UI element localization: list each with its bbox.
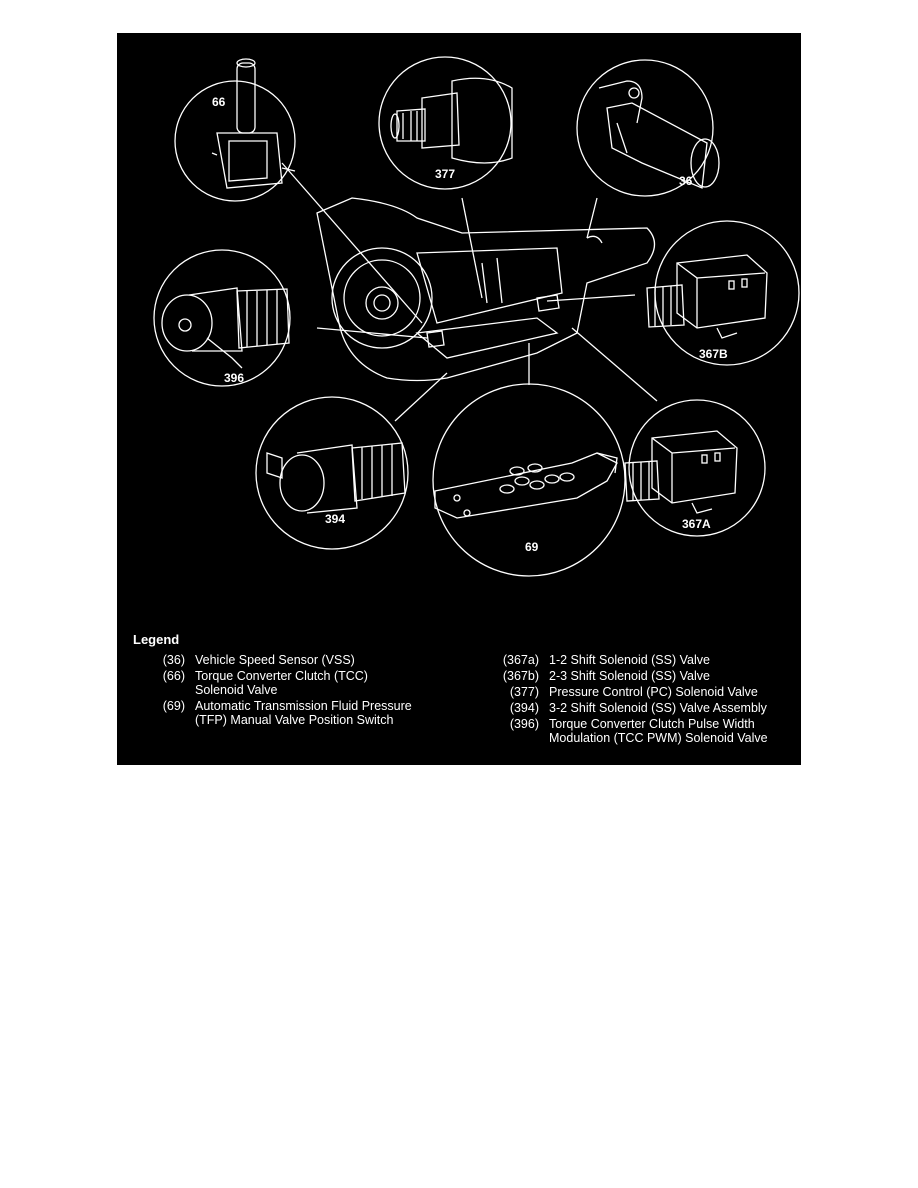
legend-desc: Vehicle Speed Sensor (VSS) [195, 653, 355, 667]
legend-row: (377) Pressure Control (PC) Solenoid Val… [489, 685, 799, 699]
leader-line-36 [586, 197, 598, 239]
legend-row: (69) Automatic Transmission Fluid Pressu… [137, 699, 437, 727]
callout-377: 377 [435, 167, 455, 181]
legend-row: (367a) 1-2 Shift Solenoid (SS) Valve [489, 653, 799, 667]
callout-396: 396 [224, 371, 244, 385]
legend-code: (69) [162, 699, 185, 713]
legend-row: (66) Torque Converter Clutch (TCC) Solen… [137, 669, 437, 697]
legend-code: (396) [509, 717, 539, 731]
legend-row: (394) 3-2 Shift Solenoid (SS) Valve Asse… [489, 701, 799, 715]
legend-code: (377) [509, 685, 539, 699]
legend-code: (66) [162, 669, 185, 683]
legend-desc: Torque Converter Clutch Pulse Width Modu… [549, 717, 768, 745]
callout-367a: 367A [682, 517, 711, 531]
legend-code: (394) [509, 701, 539, 715]
callout-66: 66 [212, 95, 226, 109]
legend-code: (367b) [502, 669, 539, 683]
legend-code: (36) [162, 653, 185, 667]
legend-row: (367b) 2-3 Shift Solenoid (SS) Valve [489, 669, 799, 683]
detail-377 [378, 56, 513, 190]
diagram-figure: 66 377 36 396 367B 394 69 367A Legend (3… [117, 33, 801, 765]
leader-line-377 [461, 197, 483, 299]
leader-line-394 [394, 372, 448, 422]
legend-desc: 1-2 Shift Solenoid (SS) Valve [549, 653, 710, 667]
legend: Legend (36) Vehicle Speed Sensor (VSS) (… [117, 631, 801, 765]
detail-396 [153, 249, 291, 387]
legend-code: (367a) [502, 653, 539, 667]
legend-desc: Automatic Transmission Fluid Pressure (T… [195, 699, 412, 727]
detail-394 [255, 396, 409, 550]
callout-394: 394 [325, 512, 345, 526]
callout-367b: 367B [699, 347, 728, 361]
legend-desc: Pressure Control (PC) Solenoid Valve [549, 685, 758, 699]
leader-line-66 [281, 162, 423, 324]
legend-column-left: (36) Vehicle Speed Sensor (VSS) (66) Tor… [137, 653, 437, 729]
legend-desc: Torque Converter Clutch (TCC) Solenoid V… [195, 669, 368, 697]
legend-title: Legend [133, 632, 180, 647]
leader-line-396 [316, 327, 428, 339]
transmission-diagram: 66 377 36 396 367B 394 69 367A [153, 56, 800, 577]
detail-69 [432, 383, 626, 577]
leader-line-367a [571, 327, 658, 402]
callout-36: 36 [679, 174, 693, 188]
leader-line-367b [546, 294, 636, 302]
transmission-housing [316, 197, 656, 382]
legend-row: (36) Vehicle Speed Sensor (VSS) [137, 653, 437, 667]
detail-36 [576, 59, 720, 197]
legend-column-right: (367a) 1-2 Shift Solenoid (SS) Valve (36… [489, 653, 799, 747]
callout-69: 69 [525, 540, 539, 554]
detail-66 [174, 58, 296, 202]
legend-desc: 2-3 Shift Solenoid (SS) Valve [549, 669, 710, 683]
legend-desc: 3-2 Shift Solenoid (SS) Valve Assembly [549, 701, 767, 715]
detail-367a [624, 399, 766, 537]
detail-367b [646, 220, 800, 366]
legend-row: (396) Torque Converter Clutch Pulse Widt… [489, 717, 799, 745]
